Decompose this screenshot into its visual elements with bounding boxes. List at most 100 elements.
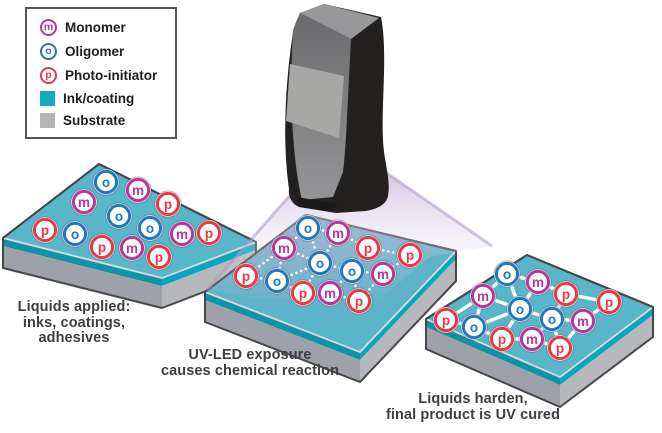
substrate-swatch-icon	[40, 113, 55, 128]
svg-text:p: p	[556, 341, 564, 356]
svg-text:o: o	[516, 302, 524, 317]
svg-text:o: o	[71, 227, 79, 242]
svg-text:p: p	[98, 240, 106, 255]
molecule-monomer: m	[524, 268, 552, 296]
svg-text:o: o	[102, 175, 110, 190]
caption-line: Liquids harden,	[418, 391, 528, 407]
svg-text:m: m	[526, 332, 538, 347]
legend-item-substrate: Substrate	[40, 113, 167, 128]
svg-text:o: o	[316, 256, 324, 271]
svg-text:m: m	[176, 227, 188, 242]
svg-text:p: p	[406, 248, 414, 263]
molecule-oligomer: o	[105, 202, 133, 230]
molecule-oligomer: o	[338, 257, 366, 285]
svg-text:m: m	[78, 195, 90, 210]
molecule-monomer: m	[569, 307, 597, 335]
svg-text:m: m	[132, 183, 144, 198]
molecule-oligomer: o	[294, 214, 322, 242]
molecule-monomer: m	[369, 260, 397, 288]
svg-text:m: m	[324, 286, 336, 301]
caption-line: final product is UV cured	[385, 406, 561, 423]
svg-text:m: m	[532, 275, 544, 290]
legend-item-ink-coating: Ink/coating	[40, 91, 167, 106]
molecule-monomer: m	[316, 279, 344, 307]
molecule-photo-initiator: p	[552, 280, 580, 308]
svg-text:o: o	[470, 320, 478, 335]
ink-coating-swatch-icon	[40, 91, 55, 106]
svg-text:p: p	[155, 250, 163, 265]
molecule-monomer: m	[168, 220, 196, 248]
svg-text:o: o	[146, 221, 154, 236]
svg-text:p: p	[299, 286, 307, 301]
legend-label: Monomer	[65, 20, 126, 35]
svg-text:o: o	[548, 312, 556, 327]
svg-text:p: p	[205, 226, 213, 241]
svg-text:p: p	[242, 269, 250, 284]
molecule-photo-initiator: p	[145, 243, 173, 271]
svg-text:o: o	[115, 209, 123, 224]
svg-text:o: o	[503, 267, 511, 282]
legend-label: Ink/coating	[63, 91, 135, 106]
legend-item-photo-initiator: p Photo-initiator	[40, 67, 167, 84]
svg-text:m: m	[126, 241, 138, 256]
svg-text:o: o	[273, 274, 281, 289]
caption-line: causes chemical reaction	[160, 362, 340, 379]
molecule-photo-initiator: p	[88, 233, 116, 261]
molecule-oligomer: o	[92, 168, 120, 196]
molecule-photo-initiator: p	[546, 334, 574, 362]
svg-text:m: m	[332, 226, 344, 241]
caption-line: Liquids applied:	[17, 299, 131, 315]
svg-text:p: p	[562, 287, 570, 302]
legend-item-monomer: m Monomer	[40, 19, 167, 36]
molecule-photo-initiator: p	[31, 216, 59, 244]
monomer-icon: m	[40, 19, 57, 36]
molecule-monomer: m	[270, 234, 298, 262]
molecule-photo-initiator: p	[232, 262, 260, 290]
molecule-photo-initiator: p	[289, 279, 317, 307]
uv-lamp	[285, 4, 389, 213]
svg-text:p: p	[355, 294, 363, 309]
molecule-photo-initiator: p	[432, 306, 460, 334]
molecule-photo-initiator: p	[488, 325, 516, 353]
molecule-monomer: m	[324, 219, 352, 247]
oligomer-icon: o	[40, 43, 57, 60]
caption-stage-2: UV-LED exposure causes chemical reaction	[160, 347, 340, 379]
svg-text:p: p	[364, 241, 372, 256]
molecule-oligomer: o	[136, 214, 164, 242]
svg-text:p: p	[164, 197, 172, 212]
svg-text:p: p	[442, 313, 450, 328]
svg-text:o: o	[348, 264, 356, 279]
molecule-oligomer: o	[493, 260, 521, 288]
molecule-photo-initiator: p	[595, 288, 623, 316]
caption-stage-1: Liquids applied: inks, coatings, adhesiv…	[17, 299, 131, 347]
svg-text:o: o	[304, 221, 312, 236]
legend-item-oligomer: o Oligomer	[40, 43, 167, 60]
molecule-monomer: m	[70, 188, 98, 216]
caption-line: adhesives	[38, 330, 110, 346]
molecule-oligomer: o	[61, 220, 89, 248]
svg-text:p: p	[498, 332, 506, 347]
caption-stage-3: Liquids harden, final product is UV cure…	[385, 391, 561, 423]
molecule-photo-initiator: p	[195, 219, 223, 247]
svg-text:p: p	[605, 295, 613, 310]
molecule-oligomer: o	[263, 267, 291, 295]
caption-line: inks, coatings,	[22, 314, 126, 331]
molecule-oligomer: o	[506, 295, 534, 323]
caption-line: UV-LED exposure	[188, 347, 312, 363]
legend-label: Oligomer	[65, 44, 125, 59]
molecule-photo-initiator: p	[354, 234, 382, 262]
legend-label: Substrate	[63, 113, 126, 128]
molecule-photo-initiator: p	[345, 287, 373, 315]
legend: m Monomer o Oligomer p Photo-initiator I…	[25, 7, 177, 139]
molecule-oligomer: o	[538, 305, 566, 333]
molecule-monomer: m	[518, 325, 546, 353]
photo-initiator-icon: p	[40, 67, 57, 84]
molecule-monomer: m	[469, 282, 497, 310]
legend-label: Photo-initiator	[65, 68, 158, 83]
molecule-oligomer: o	[306, 249, 334, 277]
svg-text:m: m	[477, 289, 489, 304]
molecule-oligomer: o	[460, 313, 488, 341]
